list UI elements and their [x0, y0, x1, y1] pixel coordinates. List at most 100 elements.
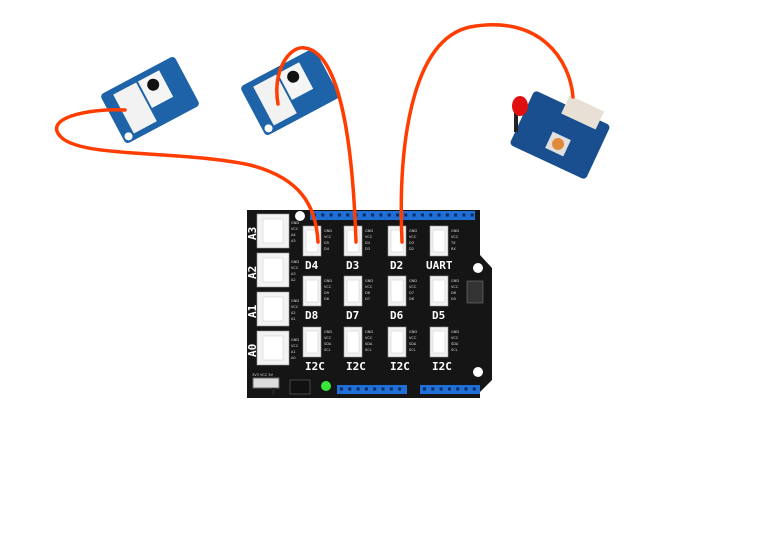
pin-label: D3 [409, 241, 414, 245]
pin-label: A2 [291, 311, 296, 315]
power-led-green [321, 381, 331, 391]
pin-label: D9 [324, 291, 329, 295]
pin-label: A3 [291, 272, 296, 276]
port-label: D6 [390, 309, 404, 322]
pin-label: D6 [451, 291, 456, 295]
pin-label: GND [324, 279, 332, 283]
port-label: A3 [246, 227, 259, 240]
pin-label: GND [365, 229, 373, 233]
pin-label: GND [409, 229, 417, 233]
pin-label: GND [365, 330, 373, 334]
port-label: I2C [390, 360, 410, 373]
led-module [510, 91, 610, 179]
pin-label: D2 [409, 247, 414, 251]
port-label: UART [426, 259, 453, 272]
pin-label: VCC [291, 266, 299, 270]
reset-button[interactable] [289, 379, 311, 395]
pin-label: D6 [409, 297, 414, 301]
pin-label: D5 [324, 241, 329, 245]
pin-label: VCC [451, 336, 459, 340]
pin-label: GND [409, 279, 417, 283]
port-i2c[interactable]: GND VCC SDA SCL I2C [387, 326, 417, 373]
pin-label: VCC [451, 235, 459, 239]
pin-label: SDA [365, 342, 373, 346]
pin-label: GND [291, 338, 299, 342]
pin-label: D8 [324, 297, 329, 301]
pin-label: VCC [365, 285, 373, 289]
port-label: D3 [346, 259, 359, 272]
pin-label: GND [365, 279, 373, 283]
pin-label: VCC [409, 336, 417, 340]
pin-label: D7 [365, 297, 370, 301]
pin-label: GND [451, 279, 459, 283]
port-label: D7 [346, 309, 359, 322]
port-uart[interactable]: GND VCC TX RX UART [426, 225, 459, 272]
port-label: I2C [305, 360, 325, 373]
pin-label: SDA [451, 342, 459, 346]
pin-label: SDA [324, 342, 332, 346]
wire-led-d2 [399, 23, 575, 244]
icsp-header [466, 280, 484, 304]
pin-label: VCC [324, 285, 332, 289]
pin-label: GND [409, 330, 417, 334]
pin-label: SCL [324, 348, 331, 352]
port-label: D2 [390, 259, 403, 272]
pin-label: A0 [291, 356, 296, 360]
pin-label: D4 [324, 247, 330, 251]
pin-label: GND [291, 299, 299, 303]
switch-label: 3V3 VCC 5V [252, 373, 274, 377]
pin-label: VCC [365, 235, 373, 239]
pin-label: A4 [291, 233, 296, 237]
port-i2c[interactable]: GND VCC SDA SCL I2C [302, 326, 332, 373]
port-label: D5 [432, 309, 445, 322]
pin-label: VCC [291, 344, 299, 348]
wires [54, 23, 575, 244]
port-label: D4 [305, 259, 319, 272]
top-header [310, 211, 475, 220]
port-label: D8 [305, 309, 318, 322]
pin-label: SCL [365, 348, 372, 352]
pin-label: RX [451, 247, 456, 251]
port-label: I2C [346, 360, 366, 373]
pin-label: TX [450, 241, 456, 245]
button-module-1 [101, 56, 199, 144]
bottom-header-1 [337, 385, 407, 394]
pin-label: VCC [451, 285, 459, 289]
port-i2c[interactable]: GND VCC SDA SCL I2C [343, 326, 373, 373]
pin-label: GND [324, 330, 332, 334]
pin-label: D3 [365, 247, 370, 251]
wire-button1-d4 [54, 108, 320, 244]
pin-label: VCC [291, 227, 299, 231]
push-button-icon [287, 70, 300, 83]
pin-label: GND [451, 229, 459, 233]
pin-label: VCC [324, 336, 332, 340]
pin-label: VCC [291, 305, 299, 309]
pin-label: VCC [365, 336, 373, 340]
pin-label: A1 [291, 350, 296, 354]
port-label: A2 [246, 266, 259, 279]
red-led-icon [512, 96, 528, 132]
pin-label: D8 [365, 291, 370, 295]
pin-label: A3 [291, 239, 296, 243]
pin-label: VCC [324, 235, 332, 239]
port-label: A1 [246, 304, 259, 318]
pin-label: SDA [409, 342, 417, 346]
pin-label: SCL [451, 348, 458, 352]
port-label: A0 [246, 344, 259, 357]
port-label: I2C [432, 360, 452, 373]
pin-label: SCL [409, 348, 416, 352]
power-switch[interactable] [252, 377, 280, 389]
push-button-icon [147, 78, 160, 91]
pin-label: VCC [409, 235, 417, 239]
